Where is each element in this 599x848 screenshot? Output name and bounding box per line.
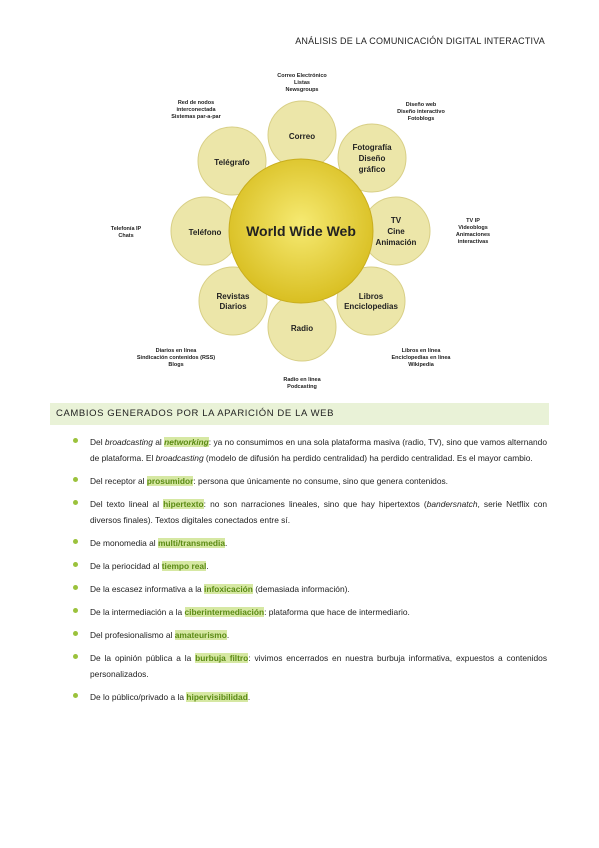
svg-text:Newsgroups: Newsgroups — [285, 87, 318, 93]
bullet-icon — [73, 562, 78, 567]
svg-text:gráfico: gráfico — [359, 165, 386, 174]
section-heading: CAMBIOS GENERADOS POR LA APARICIÓN DE LA… — [50, 403, 549, 425]
list-item: Del texto lineal al hipertexto: no son n… — [50, 496, 547, 528]
bullet-icon — [73, 500, 78, 505]
node-libros — [336, 266, 406, 336]
list-item: De monomedia al multi/transmedia. — [50, 535, 547, 551]
bullet-icon — [73, 585, 78, 590]
bullet-icon — [73, 693, 78, 698]
bullet-icon — [73, 477, 78, 482]
svg-text:Sindicación contenidos (RSS): Sindicación contenidos (RSS) — [137, 355, 215, 361]
svg-text:Teléfono: Teléfono — [189, 228, 222, 237]
svg-text:interconectada: interconectada — [176, 107, 216, 113]
svg-text:Fotoblogs: Fotoblogs — [408, 116, 435, 122]
svg-text:Cine: Cine — [387, 227, 405, 236]
svg-text:Diseño web: Diseño web — [406, 102, 437, 108]
svg-text:Libros: Libros — [359, 292, 384, 301]
node-fotografia — [337, 123, 407, 193]
svg-text:Diseño interactivo: Diseño interactivo — [397, 109, 445, 115]
list-item: De la opinión pública a la burbuja filtr… — [50, 650, 547, 682]
svg-text:Libros en línea: Libros en línea — [402, 348, 442, 354]
changes-list: Del broadcasting al networking: ya no co… — [50, 434, 547, 712]
bullet-icon — [73, 631, 78, 636]
svg-text:Red de nodos: Red de nodos — [178, 100, 214, 106]
svg-text:Videoblogs: Videoblogs — [458, 225, 488, 231]
bullet-icon — [73, 539, 78, 544]
svg-text:Sistemas par-a-par: Sistemas par-a-par — [171, 114, 221, 120]
svg-text:Correo: Correo — [289, 132, 315, 141]
svg-text:Animaciones: Animaciones — [456, 232, 490, 238]
bullet-icon — [73, 438, 78, 443]
svg-text:Enciclopedias: Enciclopedias — [344, 302, 398, 311]
svg-text:Chats: Chats — [118, 233, 133, 239]
center-label: World Wide Web — [246, 223, 356, 239]
list-item: De la intermediación a la ciberintermedi… — [50, 604, 547, 620]
svg-text:Diarios en línea: Diarios en línea — [156, 348, 198, 354]
list-item: Del broadcasting al networking: ya no co… — [50, 434, 547, 466]
list-item: De la periocidad al tiempo real. — [50, 558, 547, 574]
center-circle — [228, 158, 374, 304]
svg-text:Telefonía IP: Telefonía IP — [111, 226, 142, 232]
bullet-icon — [73, 608, 78, 613]
svg-text:Listas: Listas — [294, 80, 310, 86]
list-item: De la escasez informativa a la infoxicac… — [50, 581, 547, 597]
list-item: Del profesionalismo al amateurismo. — [50, 627, 547, 643]
svg-text:Podcasting: Podcasting — [287, 384, 317, 390]
svg-text:TV IP: TV IP — [466, 218, 480, 224]
svg-text:Enciclopedias en línea: Enciclopedias en línea — [392, 355, 452, 361]
svg-text:Blogs: Blogs — [168, 362, 183, 368]
svg-text:Wikipedia: Wikipedia — [408, 362, 435, 368]
svg-text:Fotografía: Fotografía — [352, 143, 392, 152]
svg-text:Animación: Animación — [376, 238, 417, 247]
list-item: De lo público/privado a la hipervisibili… — [50, 689, 547, 705]
svg-text:Radio en línea: Radio en línea — [283, 377, 321, 383]
svg-text:TV: TV — [391, 216, 402, 225]
svg-text:Telégrafo: Telégrafo — [214, 158, 250, 167]
node-telegrafo — [197, 126, 267, 196]
svg-text:Diarios: Diarios — [219, 302, 247, 311]
svg-text:Radio: Radio — [291, 324, 313, 333]
page-header: ANÁLISIS DE LA COMUNICACIÓN DIGITAL INTE… — [295, 36, 545, 46]
bullet-icon — [73, 654, 78, 659]
svg-text:interactivas: interactivas — [458, 239, 489, 245]
www-diagram: World Wide Web Correo Fotografía Diseño … — [98, 68, 501, 390]
svg-text:Diseño: Diseño — [359, 154, 386, 163]
svg-text:Correo Electrónico: Correo Electrónico — [277, 73, 327, 79]
list-item: Del receptor al prosumidor: persona que … — [50, 473, 547, 489]
node-revistas — [198, 266, 268, 336]
svg-text:Revistas: Revistas — [217, 292, 250, 301]
